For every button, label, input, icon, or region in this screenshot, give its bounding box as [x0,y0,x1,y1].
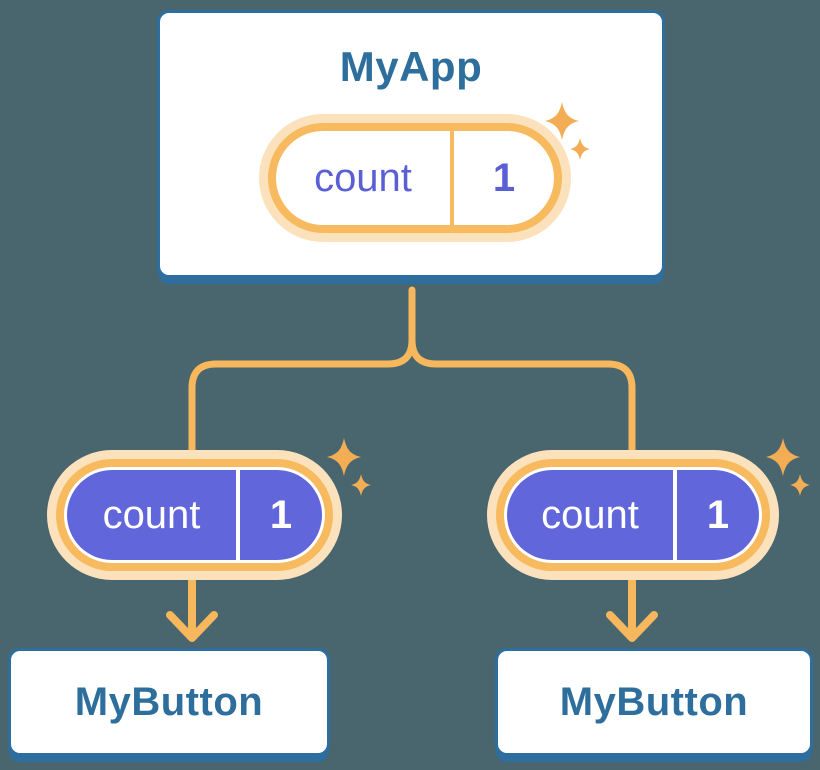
sparkle-icon [790,473,810,497]
tree-connector-right [408,336,636,462]
sparkle-icon [351,473,371,497]
state-value: 1 [269,492,293,537]
state-name: count [314,155,412,200]
component-card-mybutton-left: MyButton [8,648,330,756]
pill-divider [450,131,454,225]
state-value: 1 [706,492,730,537]
state-name: count [541,492,639,537]
component-title: MyButton [74,679,264,724]
state-pill-root: count 1 [259,114,571,242]
sparkle-icon [327,438,361,476]
component-title: MyButton [559,679,749,724]
state-pill-left: count 1 [47,450,342,580]
component-title: MyApp [339,43,483,90]
state-value: 1 [492,155,516,200]
tree-connector-left [188,286,416,462]
sparkle-icon [766,438,800,476]
state-pill-right: count 1 [487,450,779,580]
component-card-mybutton-right: MyButton [495,648,813,756]
state-name: count [102,492,201,537]
